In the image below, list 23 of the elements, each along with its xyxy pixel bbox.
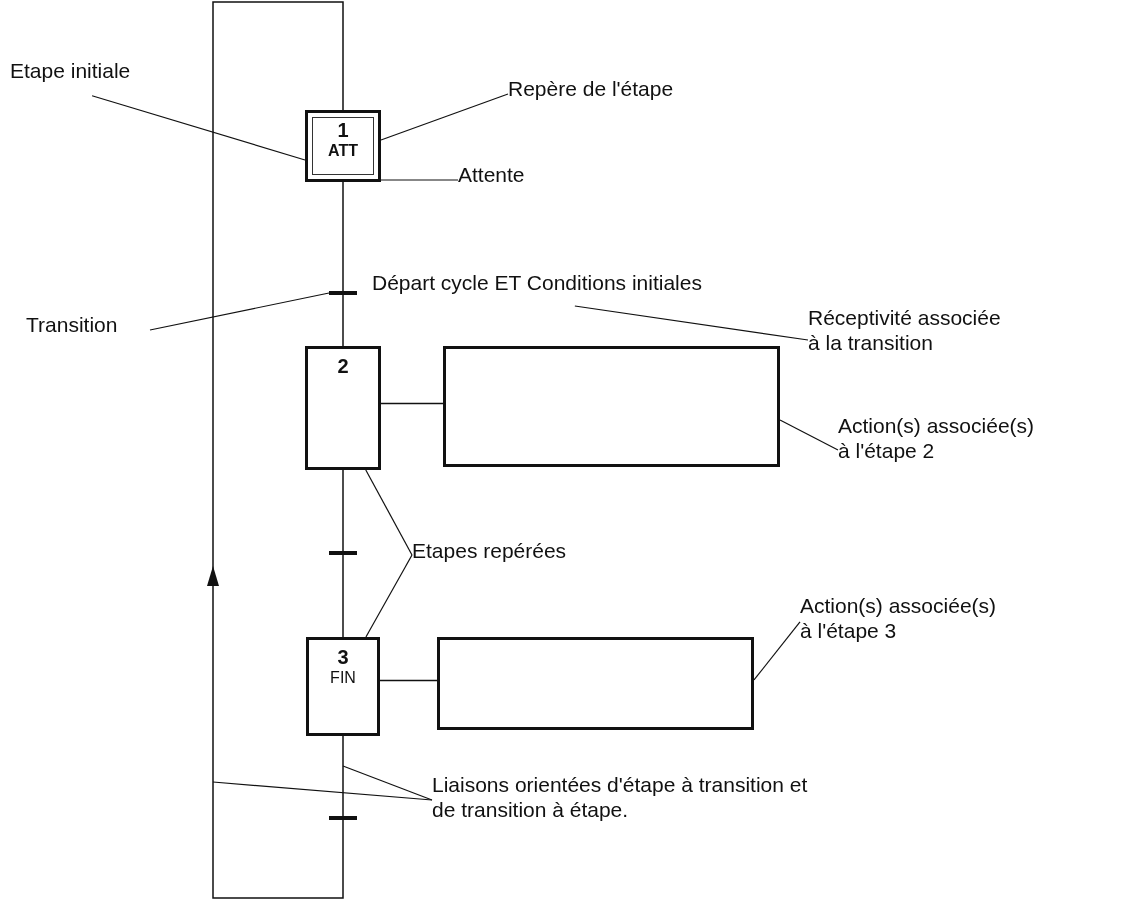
step-box <box>306 637 380 736</box>
action-box <box>437 637 754 730</box>
transition-bar <box>329 816 357 820</box>
step-number: 3 <box>337 646 349 668</box>
annotation-label: Action(s) associée(s) à l'étape 2 <box>838 413 1046 463</box>
annotation-label: Repère de l'étape <box>508 76 718 101</box>
action-box <box>443 346 780 467</box>
step-number: 1 <box>337 119 349 141</box>
step-box <box>305 346 381 470</box>
annotation-label: Liaisons orientées d'étape à transition et de transition à étape. <box>432 772 810 822</box>
annotation-label: Réceptivité associée à la transition <box>808 305 1013 355</box>
annotation-label: Etape initiale <box>10 58 190 83</box>
step-number: 2 <box>337 355 349 377</box>
initial-step-box <box>305 110 381 182</box>
annotation-label: Action(s) associée(s) à l'étape 3 <box>800 593 1008 643</box>
step-name: ATT <box>328 141 358 161</box>
transition-bar <box>329 551 357 555</box>
receptivity-text: Départ cycle ET Conditions initiales <box>372 270 832 295</box>
annotation-label: Etapes repérées <box>412 538 612 563</box>
annotation-label: Transition <box>26 312 156 337</box>
transition-bar <box>329 291 357 295</box>
annotation-label: Attente <box>458 162 558 187</box>
step-name: FIN <box>330 668 356 688</box>
